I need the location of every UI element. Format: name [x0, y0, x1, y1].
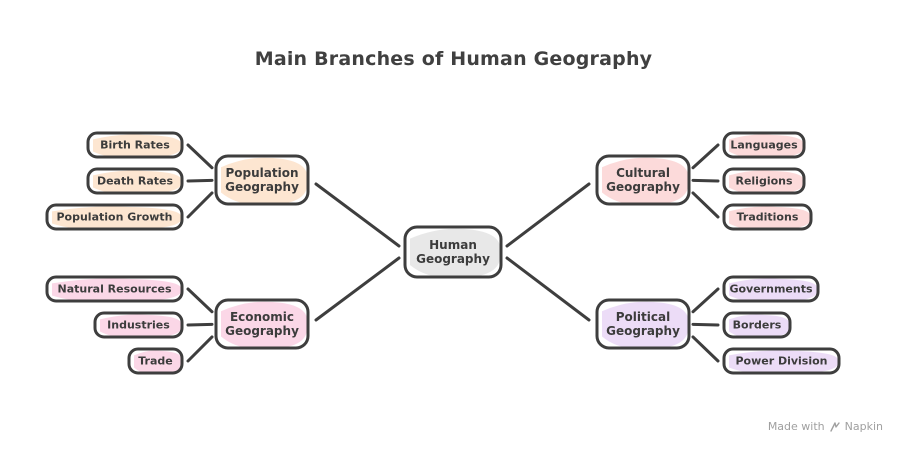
leaf-power-division-label-line-0: Power Division — [735, 355, 827, 368]
leaf-religions: Religions — [722, 167, 806, 195]
credit-brand: Napkin — [844, 420, 883, 433]
connector-economic-leaf-0 — [186, 287, 214, 314]
leaf-languages-label-line-0: Languages — [730, 139, 798, 152]
connector-population-leaf-2 — [186, 191, 214, 219]
napkin-logo-icon — [829, 421, 840, 432]
connector-population-leaf-1 — [186, 178, 214, 183]
connector-political-leaf-2 — [691, 335, 720, 363]
leaf-traditions-label-line-0: Traditions — [737, 211, 799, 224]
leaf-borders: Borders — [722, 311, 792, 339]
leaf-governments: Governments — [722, 275, 820, 303]
leaf-industries: Industries — [93, 311, 184, 339]
connector-cultural-leaf-1 — [691, 178, 720, 183]
connector-economic-leaf-2 — [186, 335, 214, 363]
branch-political-geography-label-line-0: Political — [616, 310, 670, 324]
connectors — [186, 143, 720, 363]
leaf-languages: Languages — [722, 131, 806, 159]
leaf-religions-label-line-0: Religions — [735, 175, 793, 188]
connector-center-population — [314, 182, 401, 248]
connector-center-political — [505, 256, 591, 322]
leaf-population-growth-label-line-0: Population Growth — [56, 211, 172, 224]
branch-population-geography-label-line-1: Geography — [225, 180, 299, 194]
connector-population-leaf-0 — [186, 143, 214, 170]
leaf-birth-rates: Birth Rates — [86, 131, 184, 159]
branch-political-geography-label-line-1: Geography — [606, 324, 680, 338]
branch-economic-geography-label-line-0: Economic — [230, 310, 294, 324]
leaf-birth-rates-label-line-0: Birth Rates — [100, 139, 170, 152]
leaf-natural-resources-label-line-0: Natural Resources — [58, 283, 172, 296]
connector-center-economic — [314, 256, 401, 322]
leaf-trade-label-line-0: Trade — [138, 355, 172, 368]
branch-cultural-geography-label-line-0: Cultural — [616, 166, 670, 180]
branch-cultural-geography-label-line-1: Geography — [606, 180, 680, 194]
credit-prefix: Made with — [767, 420, 825, 433]
leaf-governments-label-line-0: Governments — [729, 283, 812, 296]
branch-population-geography-label-line-0: Population — [225, 166, 298, 180]
leaf-power-division: Power Division — [722, 347, 841, 375]
leaf-trade: Trade — [127, 347, 184, 375]
leaf-death-rates-label-line-0: Death Rates — [97, 175, 174, 188]
leaf-death-rates: Death Rates — [86, 167, 184, 195]
leaf-natural-resources: Natural Resources — [45, 275, 184, 303]
connector-political-leaf-1 — [691, 322, 720, 327]
diagram-title: Main Branches of Human Geography — [254, 48, 653, 70]
made-with-credit[interactable]: Made with Napkin — [768, 420, 883, 433]
connector-economic-leaf-1 — [186, 322, 214, 327]
connector-political-leaf-0 — [691, 287, 720, 314]
branch-economic-geography-label-line-1: Geography — [225, 324, 299, 338]
connector-cultural-leaf-2 — [691, 191, 720, 219]
center-human-geography-label-line-1: Geography — [416, 252, 490, 266]
leaf-borders-label-line-0: Borders — [733, 319, 782, 332]
center-human-geography-label-line-0: Human — [429, 238, 477, 252]
leaf-traditions: Traditions — [722, 203, 813, 231]
leaf-industries-label-line-0: Industries — [107, 319, 170, 332]
connector-cultural-leaf-0 — [691, 143, 720, 170]
connector-center-cultural — [505, 182, 591, 248]
leaf-population-growth: Population Growth — [45, 203, 184, 231]
